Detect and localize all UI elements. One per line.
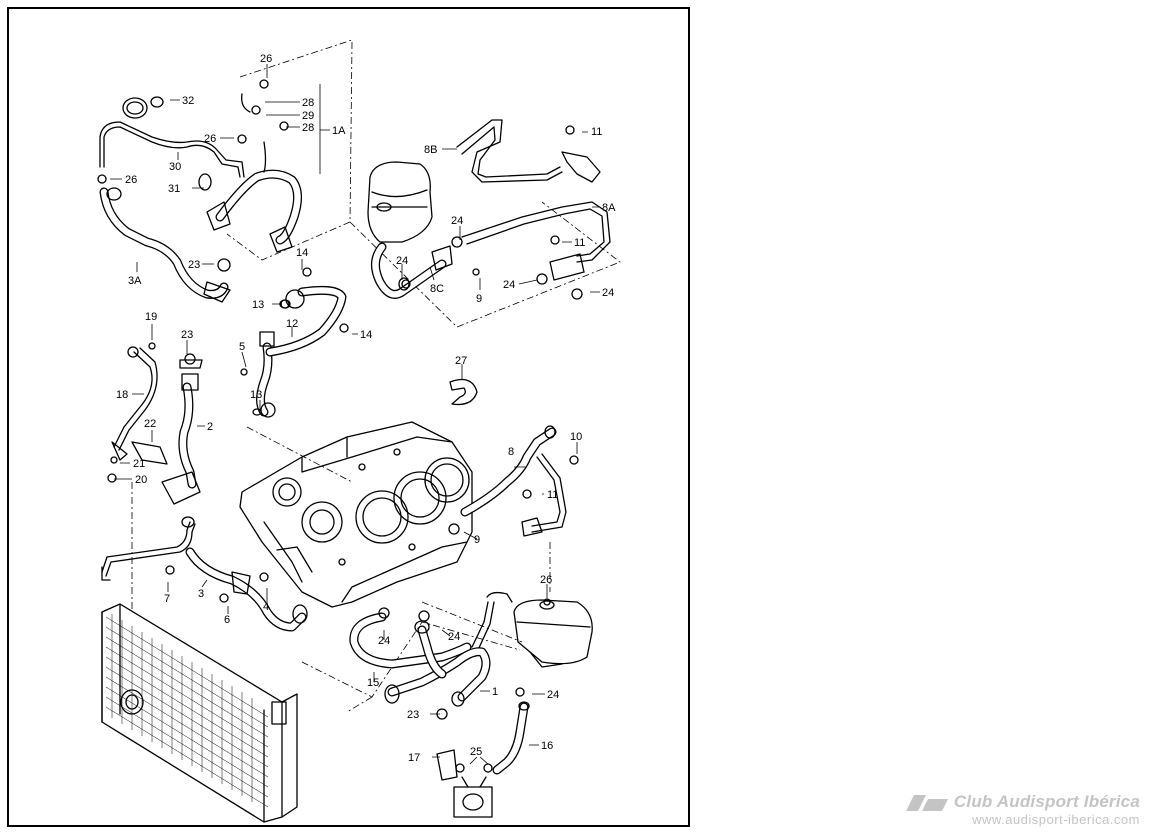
pipe-3 [101, 516, 308, 632]
small-parts [97, 79, 583, 773]
callout-27: 27 [455, 355, 467, 367]
leader-lines [110, 64, 600, 765]
callout-25: 25 [470, 746, 482, 758]
hose-1A [206, 93, 302, 253]
hose-30 [99, 121, 245, 178]
callout-8: 8 [508, 446, 514, 458]
group-outline-2 [131, 482, 551, 612]
callout-6: 6 [224, 614, 230, 626]
callout-20: 20 [135, 474, 147, 486]
engine-block [239, 421, 473, 608]
callout-29: 29 [302, 110, 314, 122]
callout-3A: 3A [128, 275, 142, 287]
callout-18: 18 [116, 389, 128, 401]
callout-labels: 26 32 28 29 28 1A 26 30 26 31 3A 23 14 1… [116, 53, 616, 764]
expansion-tank-lower [513, 599, 593, 668]
callout-17: 17 [408, 752, 420, 764]
callout-13: 13 [252, 299, 264, 311]
hose-15 [349, 591, 513, 669]
callout-15: 15 [367, 677, 379, 689]
hose-18 [111, 346, 158, 461]
callout-1: 1 [492, 686, 498, 698]
callout-16: 16 [541, 740, 553, 752]
callout-5: 5 [239, 341, 245, 353]
callout-12: 12 [286, 318, 298, 330]
callout-13: 13 [250, 389, 262, 401]
cooling-system-diagram: 26 32 28 29 28 1A 26 30 26 31 3A 23 14 1… [97, 39, 621, 823]
callout-26: 26 [260, 53, 272, 65]
callout-24: 24 [451, 215, 463, 227]
callout-23: 23 [181, 329, 193, 341]
watermark-title-text: Club Audisport Ibérica [953, 792, 1140, 811]
hose-3A [99, 187, 231, 303]
callout-30: 30 [169, 161, 181, 173]
callout-24: 24 [396, 255, 408, 267]
callout-26: 26 [125, 174, 137, 186]
hose-2 [161, 359, 203, 505]
callout-28: 28 [302, 97, 314, 109]
callout-24: 24 [448, 631, 460, 643]
callout-9: 9 [476, 293, 482, 305]
callout-19: 19 [145, 311, 157, 323]
callout-26: 26 [540, 574, 552, 586]
callout-3: 3 [198, 588, 204, 600]
watermark: Club Audisport Ibérica www.audisport-ibe… [900, 792, 1140, 827]
bracket-27 [449, 378, 478, 406]
hose-8B [456, 119, 601, 183]
callout-10: 10 [570, 431, 582, 443]
pipe-12 [252, 285, 347, 418]
callout-24: 24 [547, 689, 559, 701]
clamp-32 [122, 96, 164, 119]
callout-4: 4 [263, 601, 269, 613]
clamp-31 [198, 173, 212, 191]
bracket-22 [131, 441, 168, 465]
callout-8A: 8A [602, 202, 616, 214]
callout-26: 26 [204, 133, 216, 145]
callout-11: 11 [574, 237, 585, 249]
watermark-title: Club Audisport Ibérica [900, 792, 1140, 812]
callout-32: 32 [182, 95, 194, 107]
oil-cooler [436, 749, 493, 818]
callout-1A: 1A [332, 125, 346, 137]
callout-28: 28 [302, 122, 314, 134]
callout-2: 2 [207, 421, 213, 433]
callout-8B: 8B [424, 144, 437, 156]
expansion-tank-upper [367, 161, 433, 243]
group-outline-engine [246, 426, 353, 483]
callout-8C: 8C [430, 283, 444, 295]
callout-22: 22 [144, 418, 156, 430]
callout-24: 24 [378, 635, 390, 647]
callout-23: 23 [407, 709, 419, 721]
diagram-frame: 26 32 28 29 28 1A 26 30 26 31 3A 23 14 1… [7, 7, 690, 827]
callout-9: 9 [474, 534, 480, 546]
callout-14: 14 [296, 247, 308, 259]
callout-31: 31 [168, 183, 180, 195]
club-logo-icon [905, 794, 948, 811]
callout-11: 11 [591, 126, 602, 138]
watermark-url: www.audisport-iberica.com [972, 812, 1140, 827]
hose-8C [371, 242, 453, 299]
callout-11: 11 [547, 489, 558, 501]
radiator [101, 603, 298, 823]
hose-1 [384, 620, 491, 707]
callout-21: 21 [133, 458, 145, 470]
hose-16 [492, 701, 530, 775]
callout-14: 14 [360, 329, 372, 341]
callout-24: 24 [503, 279, 515, 291]
callout-7: 7 [164, 593, 170, 605]
group-outline-8 [349, 201, 621, 328]
hose-8A [461, 201, 611, 281]
callout-23: 23 [188, 259, 200, 271]
callout-24: 24 [602, 287, 614, 299]
pipe-8 [460, 425, 567, 537]
